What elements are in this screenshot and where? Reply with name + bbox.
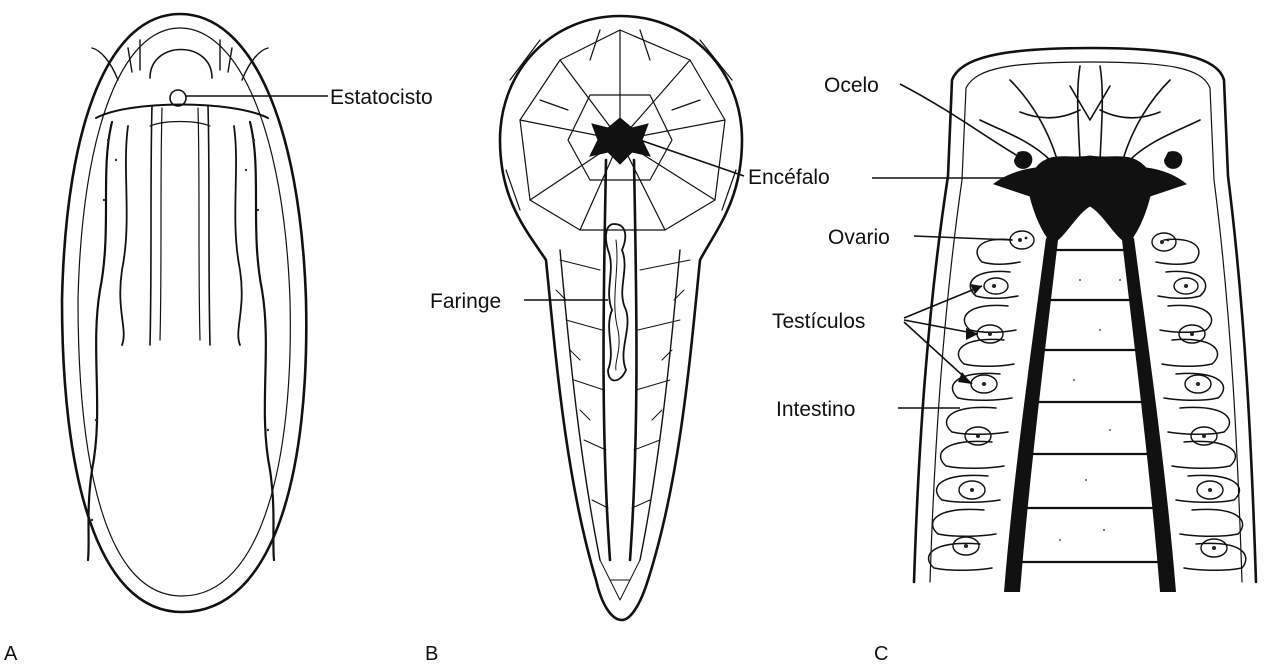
ocellus-leader	[900, 84, 1018, 156]
panel-b-drawing	[500, 16, 742, 620]
label-testicles: Testículos	[772, 310, 865, 333]
intestine-loops-right	[1156, 239, 1246, 570]
panel-letter-c: C	[874, 643, 888, 664]
panel-a-drawing	[62, 14, 306, 612]
label-intestine: Intestino	[776, 398, 855, 421]
panel-letter-b: B	[425, 643, 438, 664]
panel-c-drawing	[914, 48, 1256, 592]
label-ovary: Ovario	[828, 226, 890, 249]
label-statocyst: Estatocisto	[330, 86, 433, 109]
panel-letter-a: A	[4, 643, 18, 664]
label-ocellus: Ocelo	[824, 74, 879, 97]
label-pharynx: Faringe	[430, 290, 501, 313]
label-brain: Encéfalo	[748, 166, 830, 189]
ovary-leader	[914, 236, 1012, 240]
